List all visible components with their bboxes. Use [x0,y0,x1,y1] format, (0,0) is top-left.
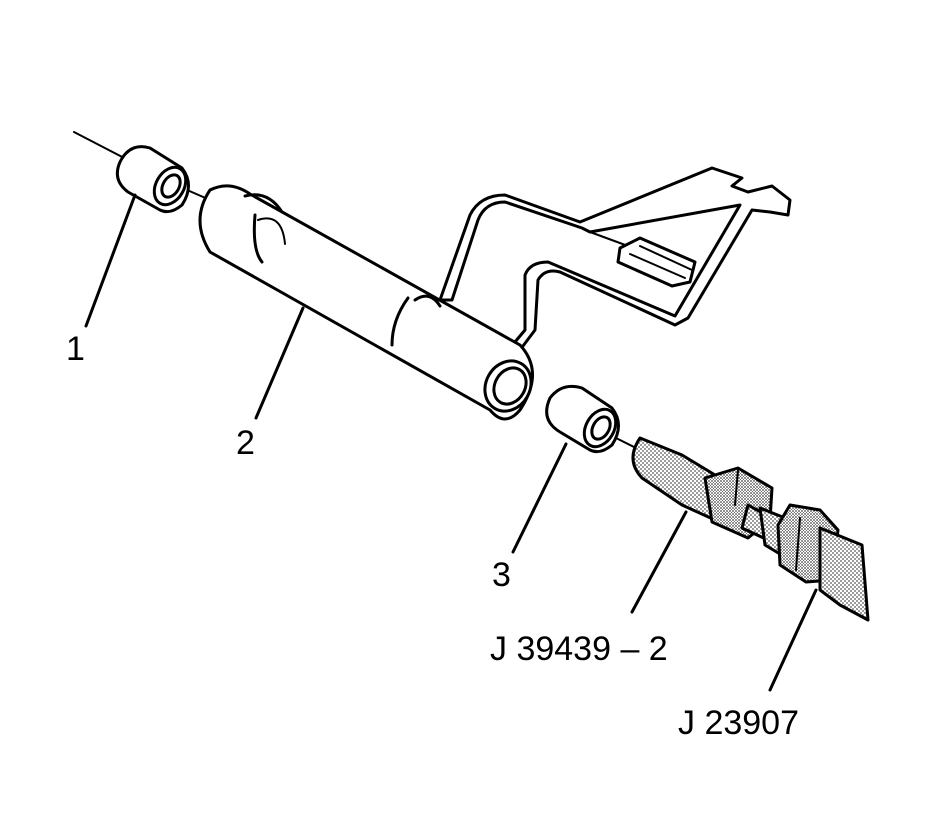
callout-2: 2 [236,424,255,462]
callout-tool-hammer: J 23907 [678,704,799,742]
bushing-item-1 [115,145,190,214]
bushing-item-3 [545,384,620,454]
bracket-arm [438,166,792,364]
callout-1: 1 [66,330,85,368]
leader-j23907 [768,588,818,692]
leader-2 [254,306,305,420]
callout-3: 3 [492,556,511,594]
callout-tool-remover: J 39439 – 2 [490,630,668,668]
tube-housing [198,184,534,421]
axis-line-left [73,131,129,161]
tool-slide-hammer-j23907 [758,503,870,622]
leader-j39439 [630,510,688,614]
leader-3 [511,442,568,554]
tool-remover-j39439 [631,436,777,542]
leader-1 [84,193,137,328]
